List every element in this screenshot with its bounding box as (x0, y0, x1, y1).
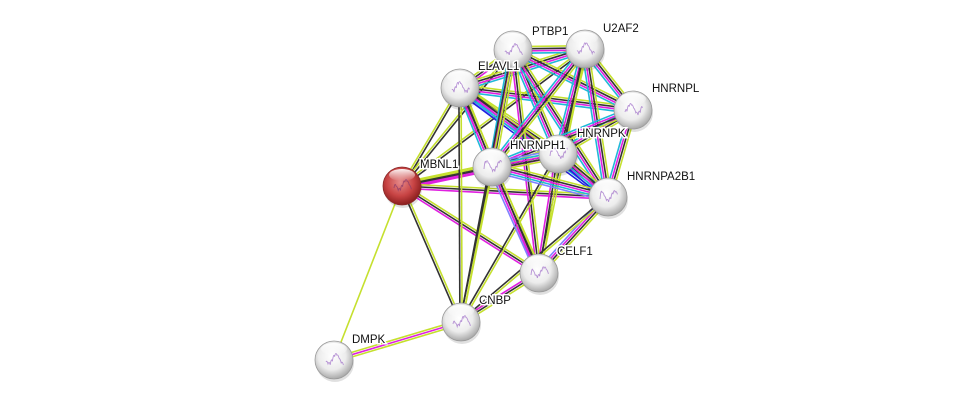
node-hnrnpa2b1[interactable]: HNRNPA2B1 (588, 170, 697, 219)
node-highlight (500, 33, 526, 45)
edge-evidence-experiments (510, 50, 538, 274)
edge-evidence-textmining (333, 185, 403, 361)
edge-evidence-textmining (494, 165, 543, 272)
edge-evidence-textmining (460, 87, 463, 322)
edge-mbnl1-cnbp[interactable] (400, 185, 463, 323)
edge-evidence-homology (488, 168, 537, 275)
node-highlight (321, 343, 347, 355)
node-highlight (448, 305, 474, 317)
edge-evidence-textmining (333, 319, 461, 359)
node-label: ELAVL1 (478, 61, 519, 73)
node-dmpk[interactable]: DMPK (314, 333, 387, 382)
protein-structure-icon (325, 352, 344, 366)
edge-evidence-coexpression (459, 166, 492, 322)
protein-structure-icon (624, 102, 643, 116)
node-highlight (447, 71, 473, 83)
node-cnbp[interactable]: CNBP (441, 294, 513, 344)
node-label: HNRNPH1 (510, 140, 566, 152)
edge-evidence-textmining (400, 48, 513, 186)
protein-structure-icon (549, 147, 568, 159)
edge-evidence-databases (491, 168, 608, 200)
edge-evidence-textmining (493, 50, 589, 170)
edge-evidence-homology (490, 170, 608, 203)
node-highlight (389, 169, 415, 181)
edge-evidence-databases (511, 52, 632, 114)
node-highlight (620, 93, 646, 105)
node-highlight (479, 150, 505, 162)
node-elavl1[interactable]: ELAVL1 (440, 60, 521, 110)
edge-evidence-databases (580, 49, 606, 198)
node-label: MBNL1 (420, 159, 458, 171)
node-label: DMPK (352, 334, 386, 346)
node-highlight (572, 32, 598, 44)
edge-evidence-experiments (511, 50, 608, 199)
edge-hnrnph1-hnrnpa2b1[interactable] (490, 161, 610, 203)
edge-evidence-experiments (490, 47, 585, 167)
protein-structure-icon (452, 315, 471, 329)
edge-evidence-textmining (492, 161, 610, 194)
edge-evidence-coexpression (400, 186, 461, 323)
node-mbnl1[interactable]: MBNL1 (382, 158, 460, 208)
edge-evidence-coexpression (492, 164, 609, 196)
edge-cnbp-dmpk[interactable] (333, 319, 462, 363)
edge-evidence-experiments (512, 50, 633, 112)
node-label: HNRNPL (652, 83, 700, 95)
edge-hnrnph1-cnbp[interactable] (459, 166, 494, 323)
edge-evidence-textmining (461, 167, 494, 323)
edge-evidence-coexpression (460, 86, 634, 110)
node-label: CELF1 (557, 246, 593, 258)
node-label: PTBP1 (532, 26, 568, 38)
edge-evidence-databases (487, 49, 511, 167)
edge-evidence-experiments (400, 187, 539, 276)
edge-mbnl1-celf1[interactable] (400, 183, 541, 276)
edge-evidence-coexpression (512, 49, 540, 274)
edge-evidence-textmining (402, 185, 463, 322)
node-ptbp1[interactable]: PTBP1 (493, 25, 570, 72)
node-hnrnpk[interactable]: HNRNPK (538, 127, 627, 176)
node-label: HNRNPK (577, 128, 626, 140)
edge-evidence-coexpression (401, 185, 540, 274)
edge-elavl1-cnbp[interactable] (458, 87, 463, 323)
protein-structure-icon (530, 266, 549, 279)
edge-evidence-coexpression (492, 49, 587, 169)
edge-evidence-cooccurrence (456, 90, 606, 202)
edge-evidence-experiments (491, 166, 609, 198)
protein-structure-icon (451, 81, 470, 94)
edge-evidence-textmining (514, 49, 542, 273)
node-hnrnph1[interactable]: HNRNPH1 (472, 139, 567, 189)
edge-evidence-experiments (333, 321, 462, 361)
edge-evidence-textmining (334, 323, 462, 363)
edge-u2af2-hnrnph1[interactable] (488, 46, 589, 170)
edge-evidence-textmining (462, 83, 561, 152)
protein-structure-icon (393, 179, 412, 192)
protein-structure-icon (576, 42, 595, 56)
node-label: CNBP (479, 295, 511, 307)
node-celf1[interactable]: CELF1 (519, 245, 594, 295)
node-u2af2[interactable]: U2AF2 (565, 22, 640, 71)
edge-evidence-databases (488, 46, 584, 166)
node-highlight (545, 137, 571, 149)
edge-evidence-coexpression (513, 48, 610, 197)
node-label: HNRNPA2B1 (627, 171, 695, 183)
node-hnrnpl[interactable]: HNRNPL (613, 82, 701, 132)
protein-structure-icon (504, 42, 523, 56)
edge-mbnl1-dmpk[interactable] (333, 185, 403, 361)
edge-evidence-coexpression (538, 153, 559, 274)
edge-ptbp1-celf1[interactable] (510, 49, 542, 274)
edge-evidence-textmining (402, 183, 541, 272)
node-highlight (595, 180, 621, 192)
node-highlight (526, 256, 552, 268)
node-label: U2AF2 (603, 23, 639, 35)
edge-evidence-coexpression (458, 88, 461, 323)
